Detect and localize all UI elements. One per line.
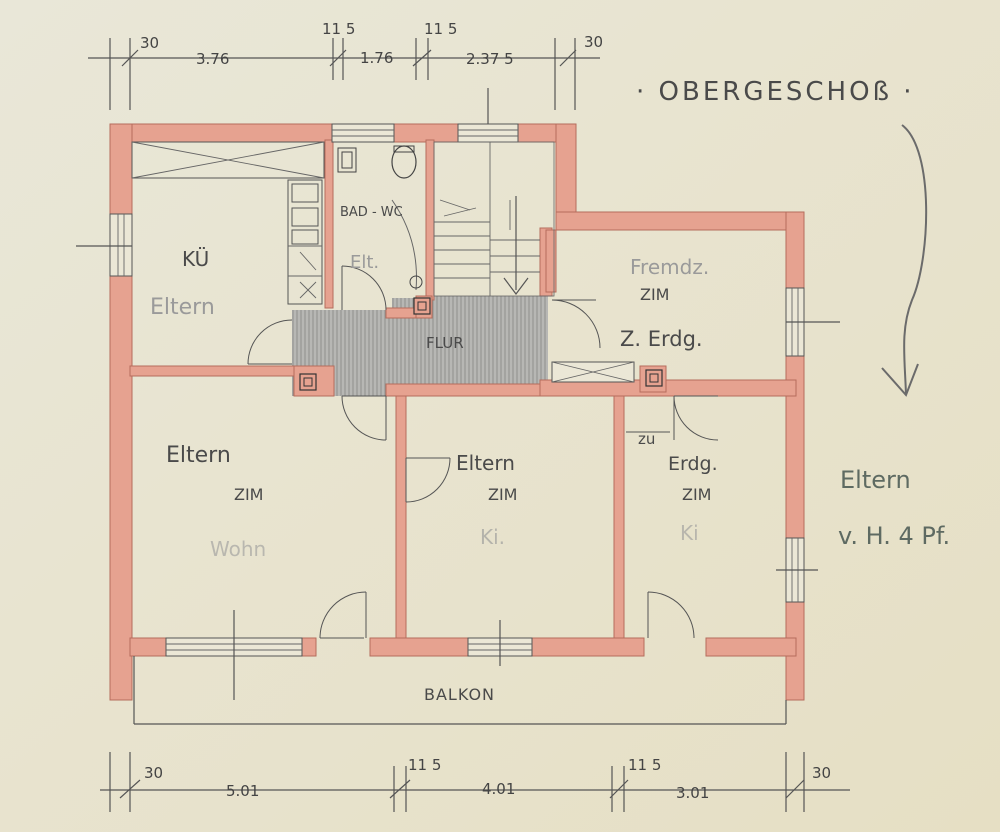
- middle-note: Eltern: [456, 451, 515, 475]
- dim-bottom-0: 30: [144, 764, 163, 782]
- guest-label: ZIM: [640, 285, 669, 304]
- kitchen-label: KÜ: [182, 247, 209, 271]
- plan-title: · OBERGESCHOß ·: [636, 77, 914, 107]
- kitchen-fixtures: [131, 141, 325, 305]
- right-note-3: zu: [638, 430, 655, 448]
- bath-label: BAD - WC: [340, 205, 403, 220]
- parents-note: Eltern: [166, 443, 231, 468]
- bath-fixtures: [337, 145, 423, 291]
- right-note-2: Ki: [680, 521, 699, 545]
- dim-top-4: 11 5: [424, 20, 457, 38]
- dim-bottom-2: 11 5: [408, 756, 441, 774]
- dim-bottom-5: 3.01: [676, 784, 709, 802]
- dim-top-3: 1.76: [360, 49, 393, 67]
- middle-label: ZIM: [488, 485, 517, 504]
- kitchen-note: Eltern: [150, 295, 215, 320]
- dim-top-6: 30: [584, 33, 603, 51]
- dim-bottom-4: 11 5: [628, 756, 661, 774]
- guest-label-2: Z. Erdg.: [620, 327, 703, 351]
- dim-bottom-1: 5.01: [226, 782, 259, 800]
- dim-top-1: 3.76: [196, 50, 229, 68]
- right-note: Erdg.: [668, 453, 718, 475]
- side-note-1: Eltern: [840, 466, 911, 494]
- doors: [247, 265, 719, 639]
- arrow-icon: [901, 124, 928, 396]
- bath-note: Elt.: [350, 252, 379, 273]
- parents-label: ZIM: [234, 485, 263, 504]
- dim-bottom-3: 4.01: [482, 780, 515, 798]
- dim-top-5: 2.37 5: [466, 50, 514, 68]
- dim-top-2: 11 5: [322, 20, 355, 38]
- dim-top-0: 30: [140, 34, 159, 52]
- guest-note: Fremdz.: [630, 255, 709, 279]
- side-note-2: v. H. 4 Pf.: [838, 522, 950, 550]
- flur-label: FLUR: [426, 334, 464, 352]
- windows: [76, 123, 840, 700]
- balkon-label: BALKON: [424, 685, 495, 704]
- staircase: [433, 141, 555, 297]
- parents-note-2: Wohn: [210, 537, 266, 561]
- middle-note-2: Ki.: [480, 525, 505, 549]
- dim-bottom-6: 30: [812, 764, 831, 782]
- right-label: ZIM: [682, 485, 711, 504]
- balcony: [133, 656, 787, 725]
- top-dimension-line: [88, 38, 600, 140]
- bottom-dimension-line: [100, 752, 850, 812]
